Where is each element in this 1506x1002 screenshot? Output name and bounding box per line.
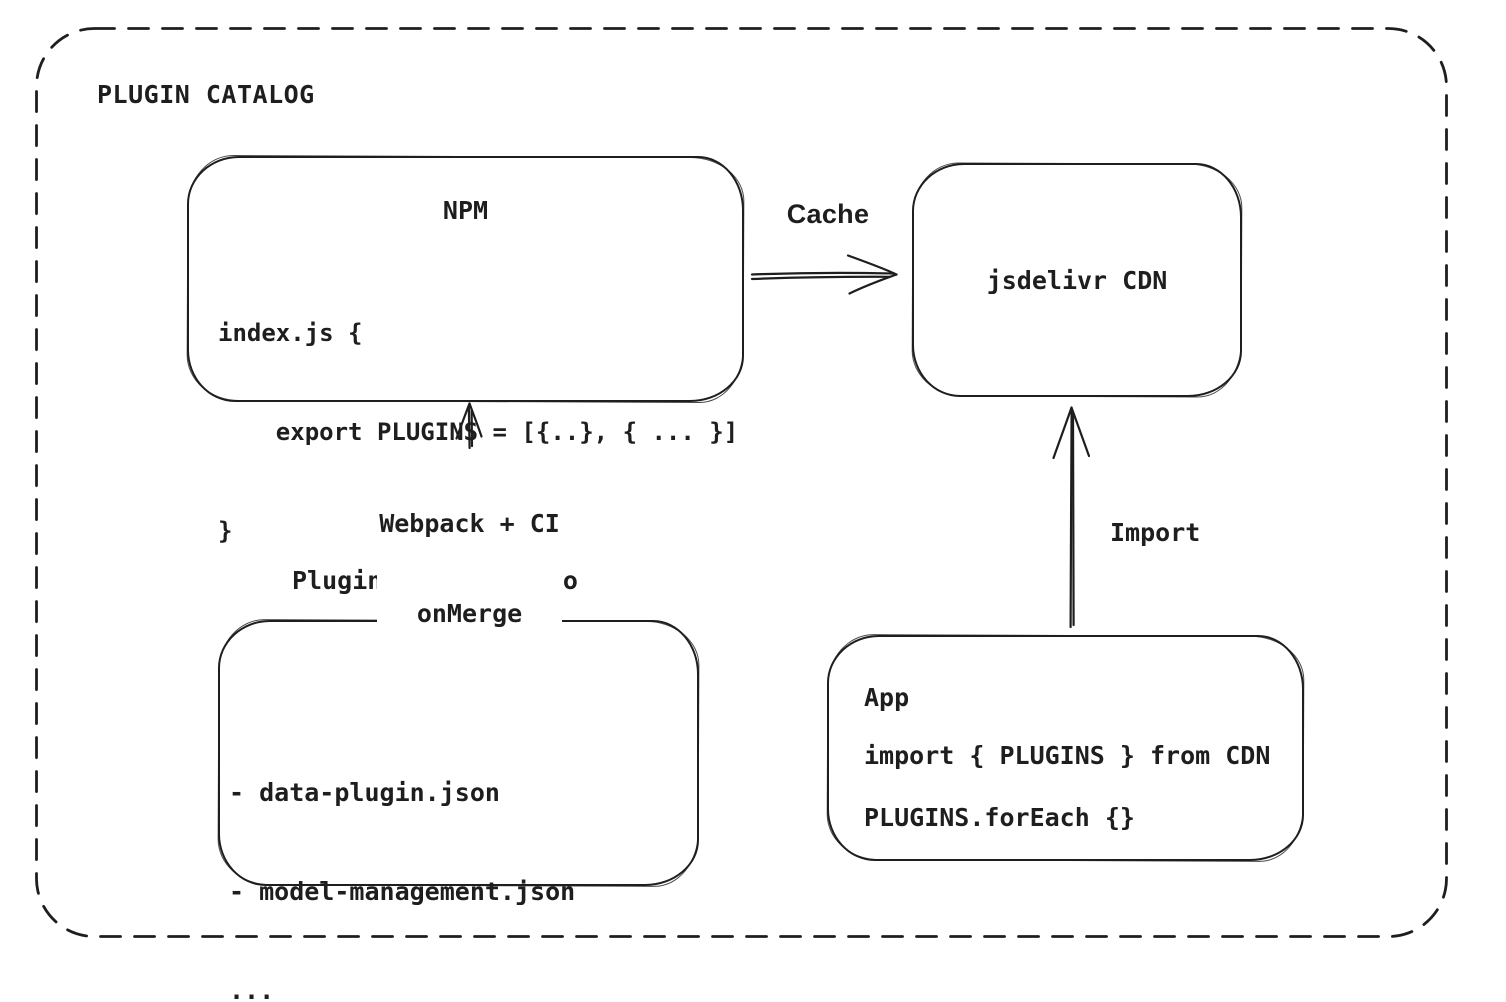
import-arrow-label: Import [1110,518,1201,547]
repo-file-item: - model-management.json [229,877,576,906]
app-code-line: import { PLUGINS } from CDN [864,741,1271,770]
code-line: export PLUGINS = [{..}, { ... }] [218,418,739,446]
code-line: } [218,517,233,545]
repo-file-item: ... [229,976,275,1002]
cache-arrow[interactable] [750,254,898,295]
code-line: index.js { [218,319,363,347]
frame-title: PLUGIN CATALOG [97,80,315,109]
plugin-catalog-frame-border[interactable] [35,27,1448,938]
npm-node[interactable]: NPM index.js { export PLUGINS = [{..}, {… [187,156,744,545]
app-code-line: PLUGINS.forEach {} [864,803,1135,832]
app-node[interactable]: App import { PLUGINS } from CDN PLUGINS.… [827,635,1304,861]
cdn-node-label: jsdelivr CDN [986,265,1168,295]
build-arrow-label: Webpack + CI onMerge [377,449,562,689]
app-node-title: App [864,683,910,712]
build-arrow-label-line: Webpack + CI [379,509,560,538]
cdn-node[interactable]: jsdelivr CDN [912,163,1242,397]
npm-node-title: NPM [442,196,489,225]
repo-file-item: - data-plugin.json [229,778,500,807]
repo-file-list: - data-plugin.json - model-management.js… [229,710,575,1002]
cache-arrow-label: Cache [770,199,886,230]
build-arrow-label-line: onMerge [416,599,523,628]
repo-node[interactable]: - data-plugin.json - model-management.js… [218,620,699,1002]
npm-code-block: index.js { export PLUGINS = [{..}, { ...… [218,251,738,614]
import-arrow[interactable] [1052,406,1091,629]
